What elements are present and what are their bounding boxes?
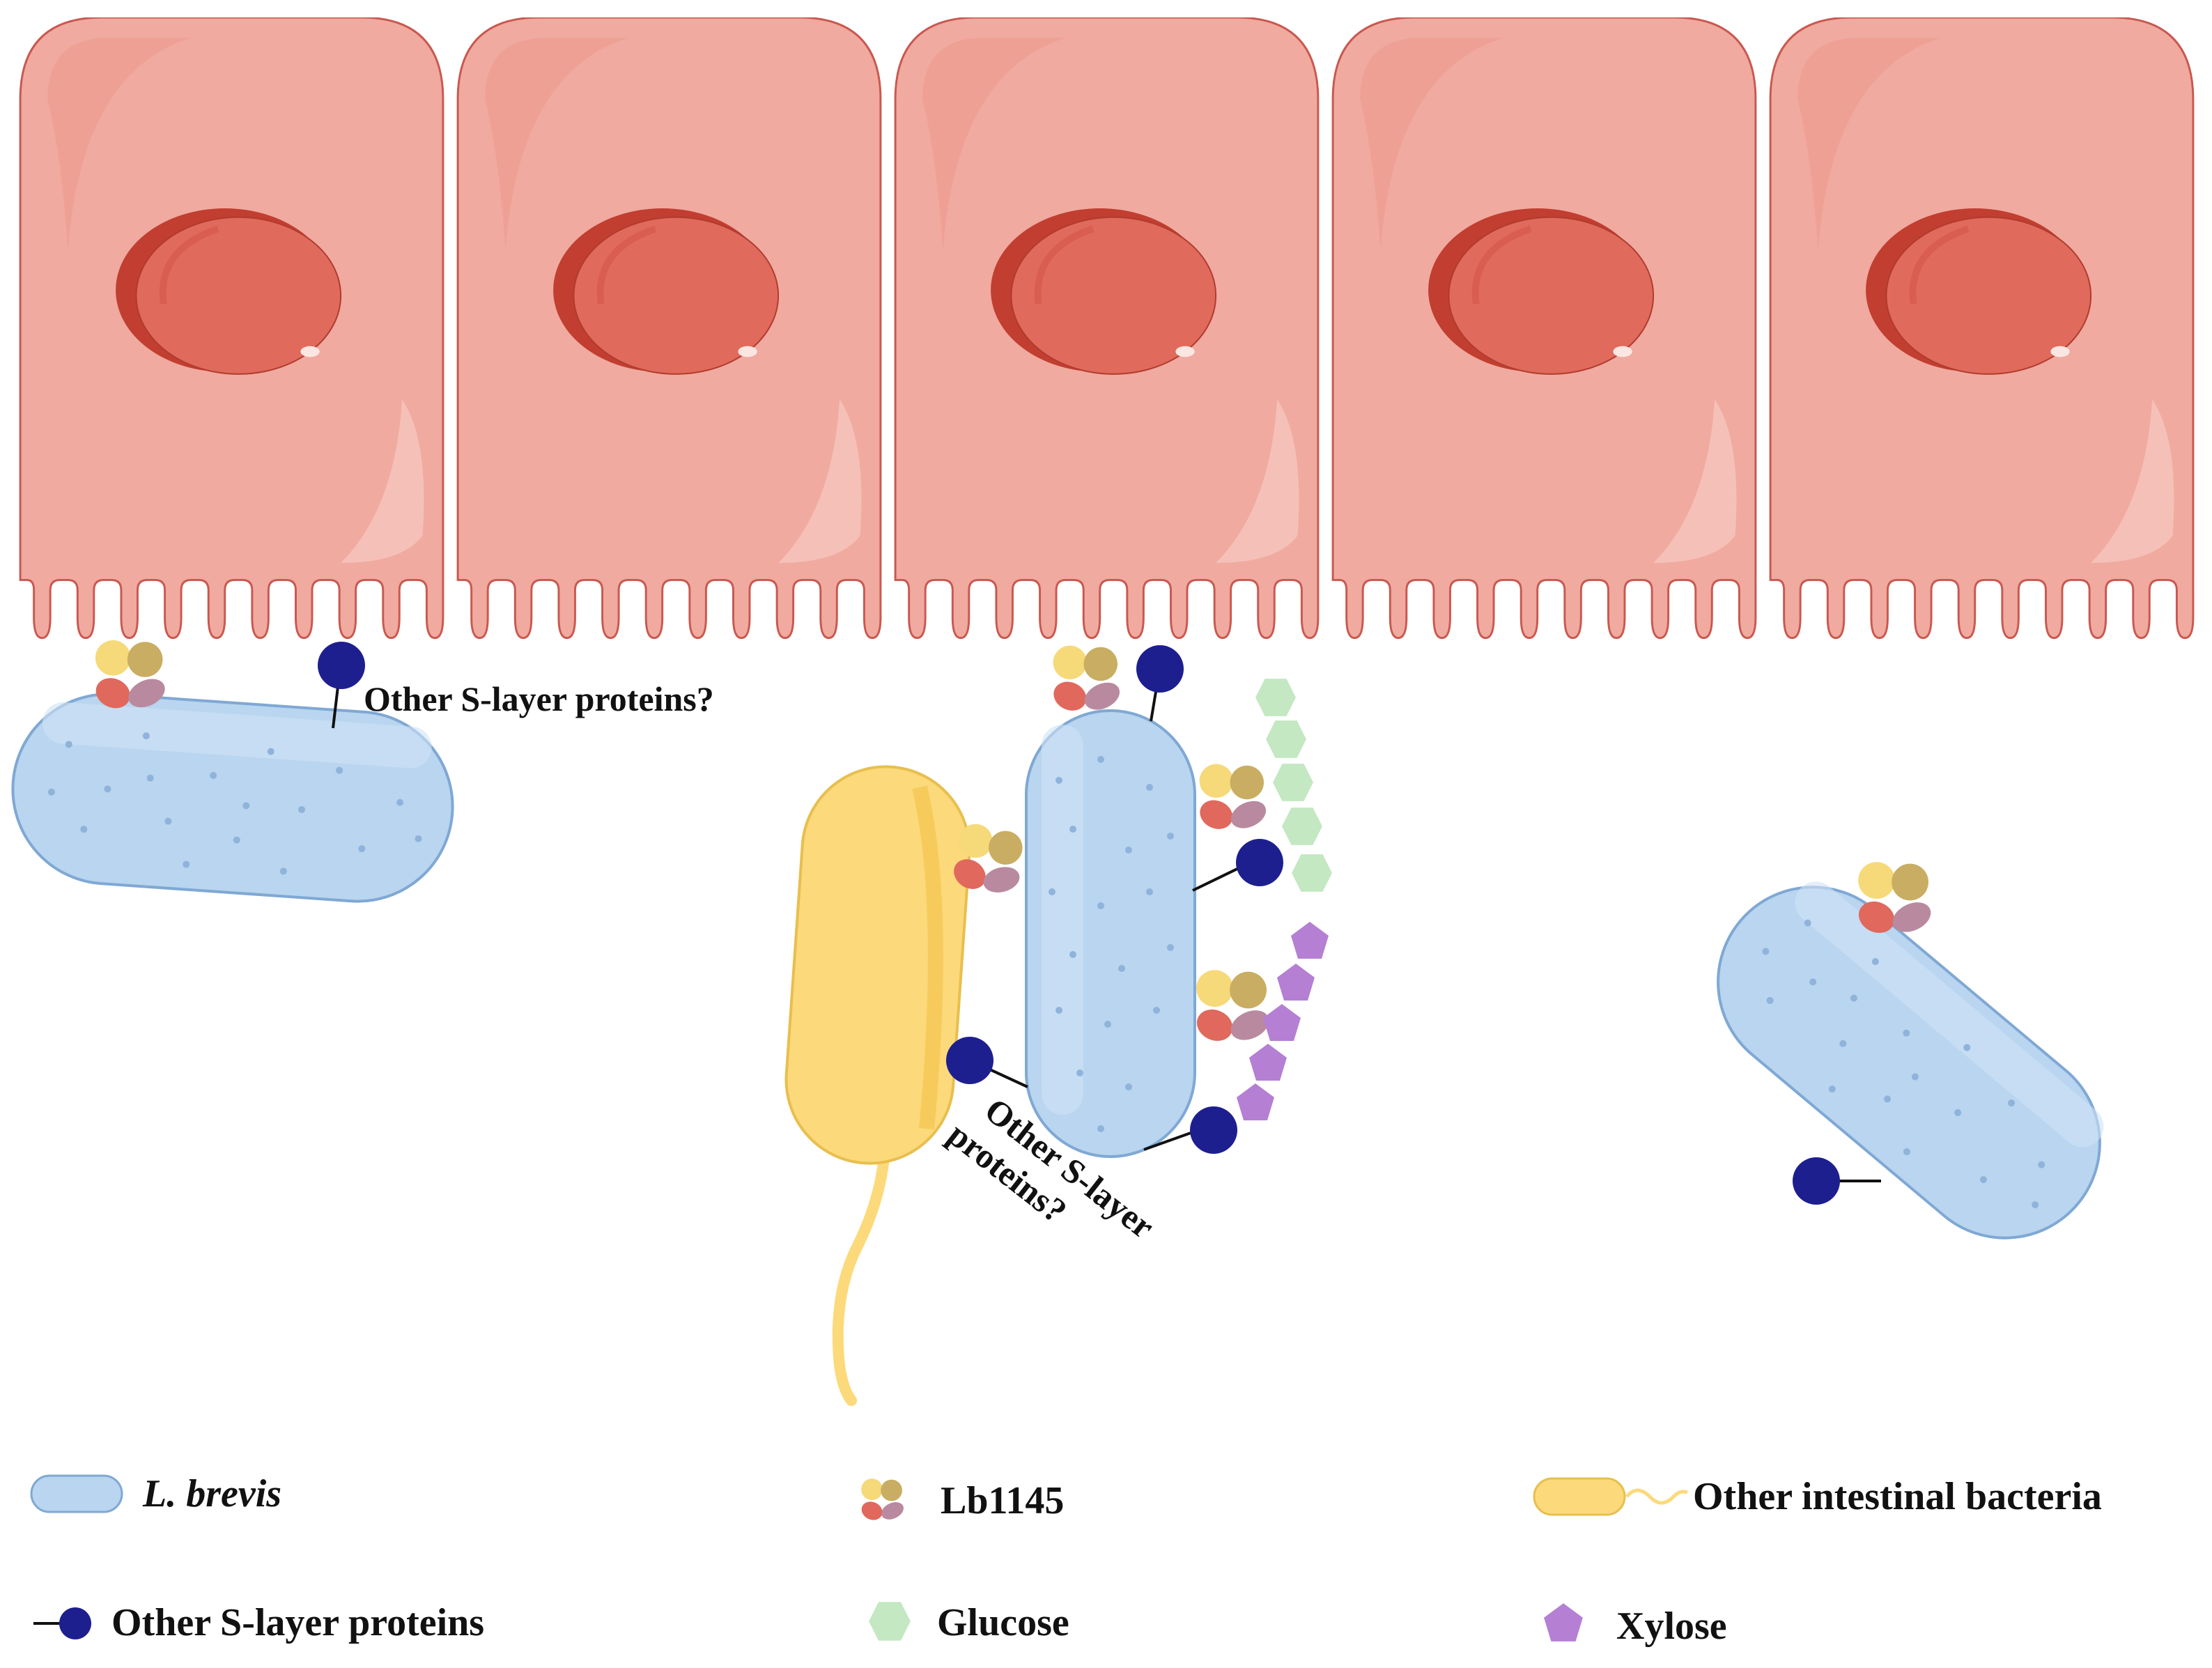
- slayer-protein: [1136, 645, 1184, 693]
- l-brevis-left: Other S-layer proteins?: [5, 640, 714, 909]
- epithelial-cell: [1333, 17, 1756, 638]
- epithelial-cell: [1770, 17, 2193, 638]
- legend-l-brevis: L. brevis: [30, 1472, 281, 1515]
- lb1145-cluster: [1191, 970, 1274, 1047]
- slayer-question-top: Other S-layer proteins?: [364, 679, 714, 718]
- legend-lb1145-label: Lb1145: [941, 1479, 1064, 1522]
- legend-lb1145: Lb1145: [858, 1478, 1064, 1524]
- legend-l-brevis-label: L. brevis: [142, 1472, 281, 1515]
- legend-slayer-label: Other S-layer proteins: [111, 1601, 484, 1644]
- legend-slayer: Other S-layer proteins: [33, 1601, 484, 1644]
- epithelial-cell: [895, 17, 1318, 638]
- lb1145-cluster: [1049, 645, 1124, 716]
- slayer-protein: [318, 642, 365, 689]
- slayer-protein: [1190, 1106, 1237, 1154]
- other-bacteria-center: [784, 765, 971, 1406]
- legend-glucose-label: Glucose: [937, 1601, 1069, 1644]
- legend-xylose-label: Xylose: [1616, 1605, 1727, 1648]
- slayer-protein: [1793, 1157, 1840, 1205]
- l-brevis-right: [1678, 847, 2140, 1279]
- l-brevis-center: Other S-layer proteins?: [941, 645, 1332, 1246]
- legend-other-bacteria-label: Other intestinal bacteria: [1693, 1475, 2102, 1518]
- slayer-protein: [946, 1037, 993, 1084]
- epithelial-cell: [20, 17, 443, 638]
- lb1145-cluster: [1853, 862, 1936, 939]
- legend-xylose: Xylose: [1544, 1603, 1727, 1648]
- legend-glucose: Glucose: [869, 1601, 1069, 1644]
- epithelial-cell: [458, 17, 881, 638]
- lb1145-cluster: [1195, 764, 1271, 835]
- legend: L. brevis Lb1145 Other intestinal bacter…: [30, 1472, 2102, 1648]
- epithelium: [20, 17, 2193, 638]
- slayer-protein: [1236, 839, 1283, 886]
- legend-other-bacteria: Other intestinal bacteria: [1533, 1475, 2102, 1518]
